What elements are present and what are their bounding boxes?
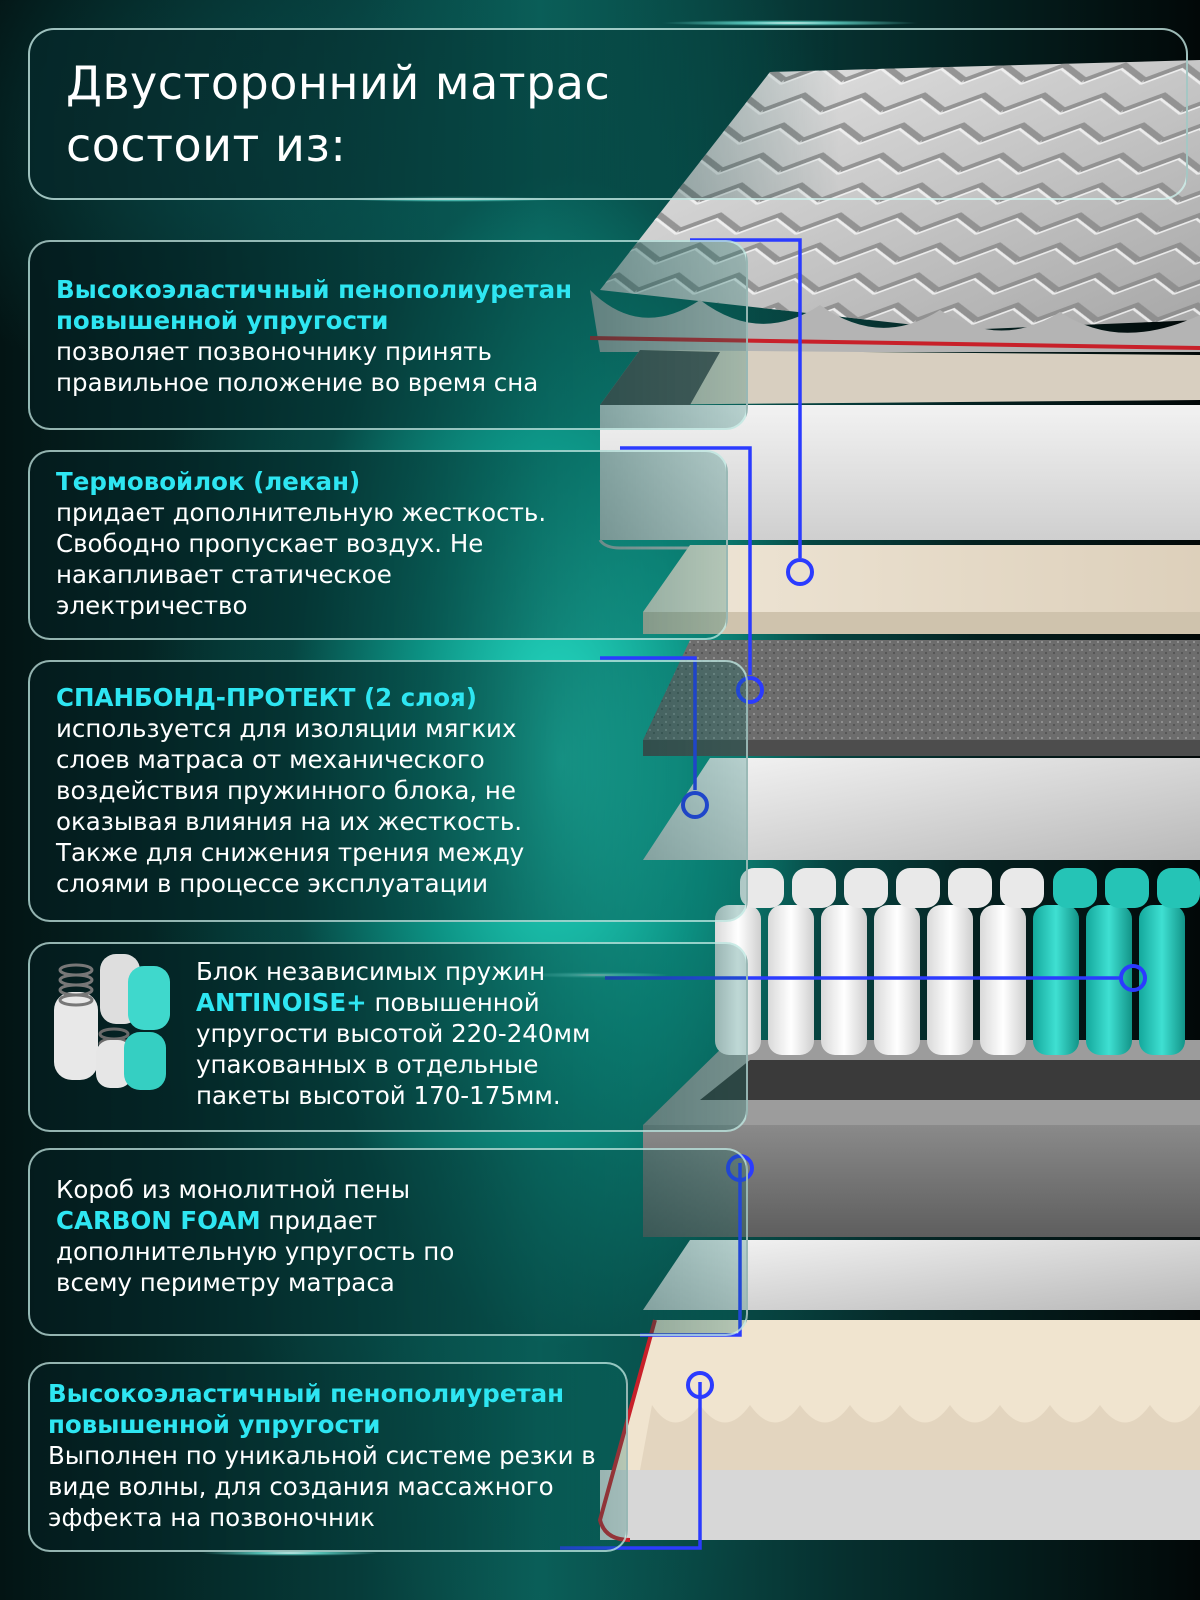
layer-title-thermofelt: Термовойлок (лекан)	[56, 467, 361, 496]
layer-desc-wave-foam: Выполнен по уникальной системе резки в в…	[48, 1441, 596, 1532]
layer-text-spunbond: СПАНБОНД-ПРОТЕКТ (2 слоя) используется д…	[56, 682, 576, 899]
layer-title-spunbond: СПАНБОНД-ПРОТЕКТ (2 слоя)	[56, 683, 477, 712]
layer-pre-carbon-foam: Короб из монолитной пены	[56, 1175, 411, 1204]
flare-top	[660, 20, 920, 26]
layer-text-springs: Блок независимых пружин ANTINOISE+ повыш…	[196, 956, 636, 1111]
layer-card-thermofelt	[28, 450, 728, 640]
layer-card-wave-foam	[28, 1362, 628, 1552]
layer-text-thermofelt: Термовойлок (лекан) придает дополнительн…	[56, 466, 576, 621]
layer-title-springs: ANTINOISE+	[196, 988, 367, 1017]
layer-pre-springs: Блок независимых пружин	[196, 957, 546, 986]
layer-text-top-foam: Высокоэластичный пенополиуретан повышенн…	[56, 274, 616, 398]
title-line-2: состоит из:	[66, 118, 347, 172]
title-line-1: Двусторонний матрас	[66, 56, 611, 110]
title-frame	[28, 28, 1188, 200]
layer-desc-carbon-foam: придает дополнительную упругость по всем…	[56, 1206, 455, 1297]
page-title: Двусторонний матрас состоит из:	[66, 52, 686, 176]
layer-title-wave-foam: Высокоэластичный пенополиуретан повышенн…	[48, 1379, 565, 1439]
spring-pocket-icon	[54, 954, 170, 1090]
flare-bottom	[200, 1550, 380, 1556]
layer-card-carbon-foam	[28, 1148, 748, 1336]
layer-desc-springs: повышенной упругости высотой 220-240мм у…	[196, 988, 591, 1110]
layer-desc-thermofelt: придает дополнительную жесткость. Свобод…	[56, 498, 547, 620]
layer-card-spunbond	[28, 660, 748, 922]
layer-desc-spunbond: используется для изоляции мягких слоев м…	[56, 714, 525, 898]
layer-text-wave-foam: Высокоэластичный пенополиуретан повышенн…	[48, 1378, 598, 1533]
layer-card-top-foam	[28, 240, 748, 430]
layer-title-carbon-foam: CARBON FOAM	[56, 1206, 261, 1235]
layer-title-top-foam: Высокоэластичный пенополиуретан повышенн…	[56, 275, 573, 335]
layer-desc-top-foam: позволяет позвоночнику принять правильно…	[56, 337, 539, 397]
layer-text-carbon-foam: Короб из монолитной пены CARBON FOAM при…	[56, 1174, 476, 1298]
